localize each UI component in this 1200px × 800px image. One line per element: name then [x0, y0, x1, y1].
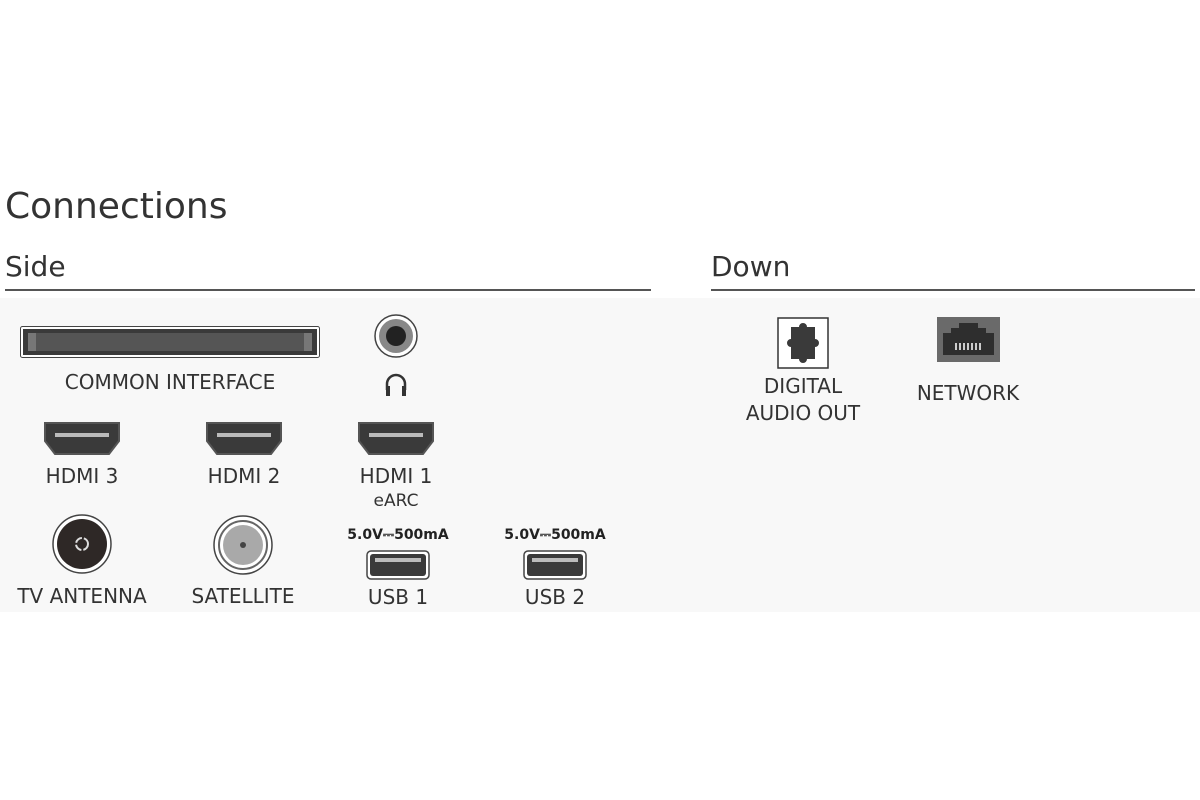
hdmi3-label: HDMI 3 [45, 464, 119, 488]
ci-slot-icon [20, 326, 320, 358]
hdmi1-label: HDMI 1 [359, 464, 433, 488]
antenna-port-icon [52, 514, 112, 574]
network-label: NETWORK [916, 381, 1020, 405]
usb2-rating: 5.0V⎓500mA [504, 527, 606, 543]
page-title: Connections [5, 186, 228, 227]
hdmi-port-icon [358, 422, 434, 455]
hdmi-port-icon [206, 422, 282, 455]
satellite-label: SATELLITE [191, 584, 295, 608]
common-interface-label: COMMON INTERFACE [64, 370, 276, 394]
hdmi1-earc-label: eARC [373, 491, 419, 511]
headphone-jack-icon [374, 314, 418, 358]
optical-port-icon [777, 317, 829, 369]
satellite-port-icon [213, 515, 273, 575]
hdmi2-label: HDMI 2 [207, 464, 281, 488]
digital-audio-label-line1: DIGITAL [763, 374, 843, 398]
digital-audio-label-line2: AUDIO OUT [745, 401, 861, 425]
usb-port-icon [366, 550, 430, 580]
usb1-label: USB 1 [367, 585, 429, 609]
usb1-rating: 5.0V⎓500mA [347, 527, 449, 543]
usb2-label: USB 2 [524, 585, 586, 609]
hdmi-port-icon [44, 422, 120, 455]
tv-antenna-label: TV ANTENNA [17, 584, 147, 608]
usb-port-icon [523, 550, 587, 580]
down-divider [711, 289, 1195, 291]
section-down-heading: Down [711, 250, 791, 283]
section-side-heading: Side [5, 250, 66, 283]
side-divider [5, 289, 651, 291]
ethernet-port-icon [937, 317, 1000, 362]
headphone-icon [385, 373, 407, 396]
